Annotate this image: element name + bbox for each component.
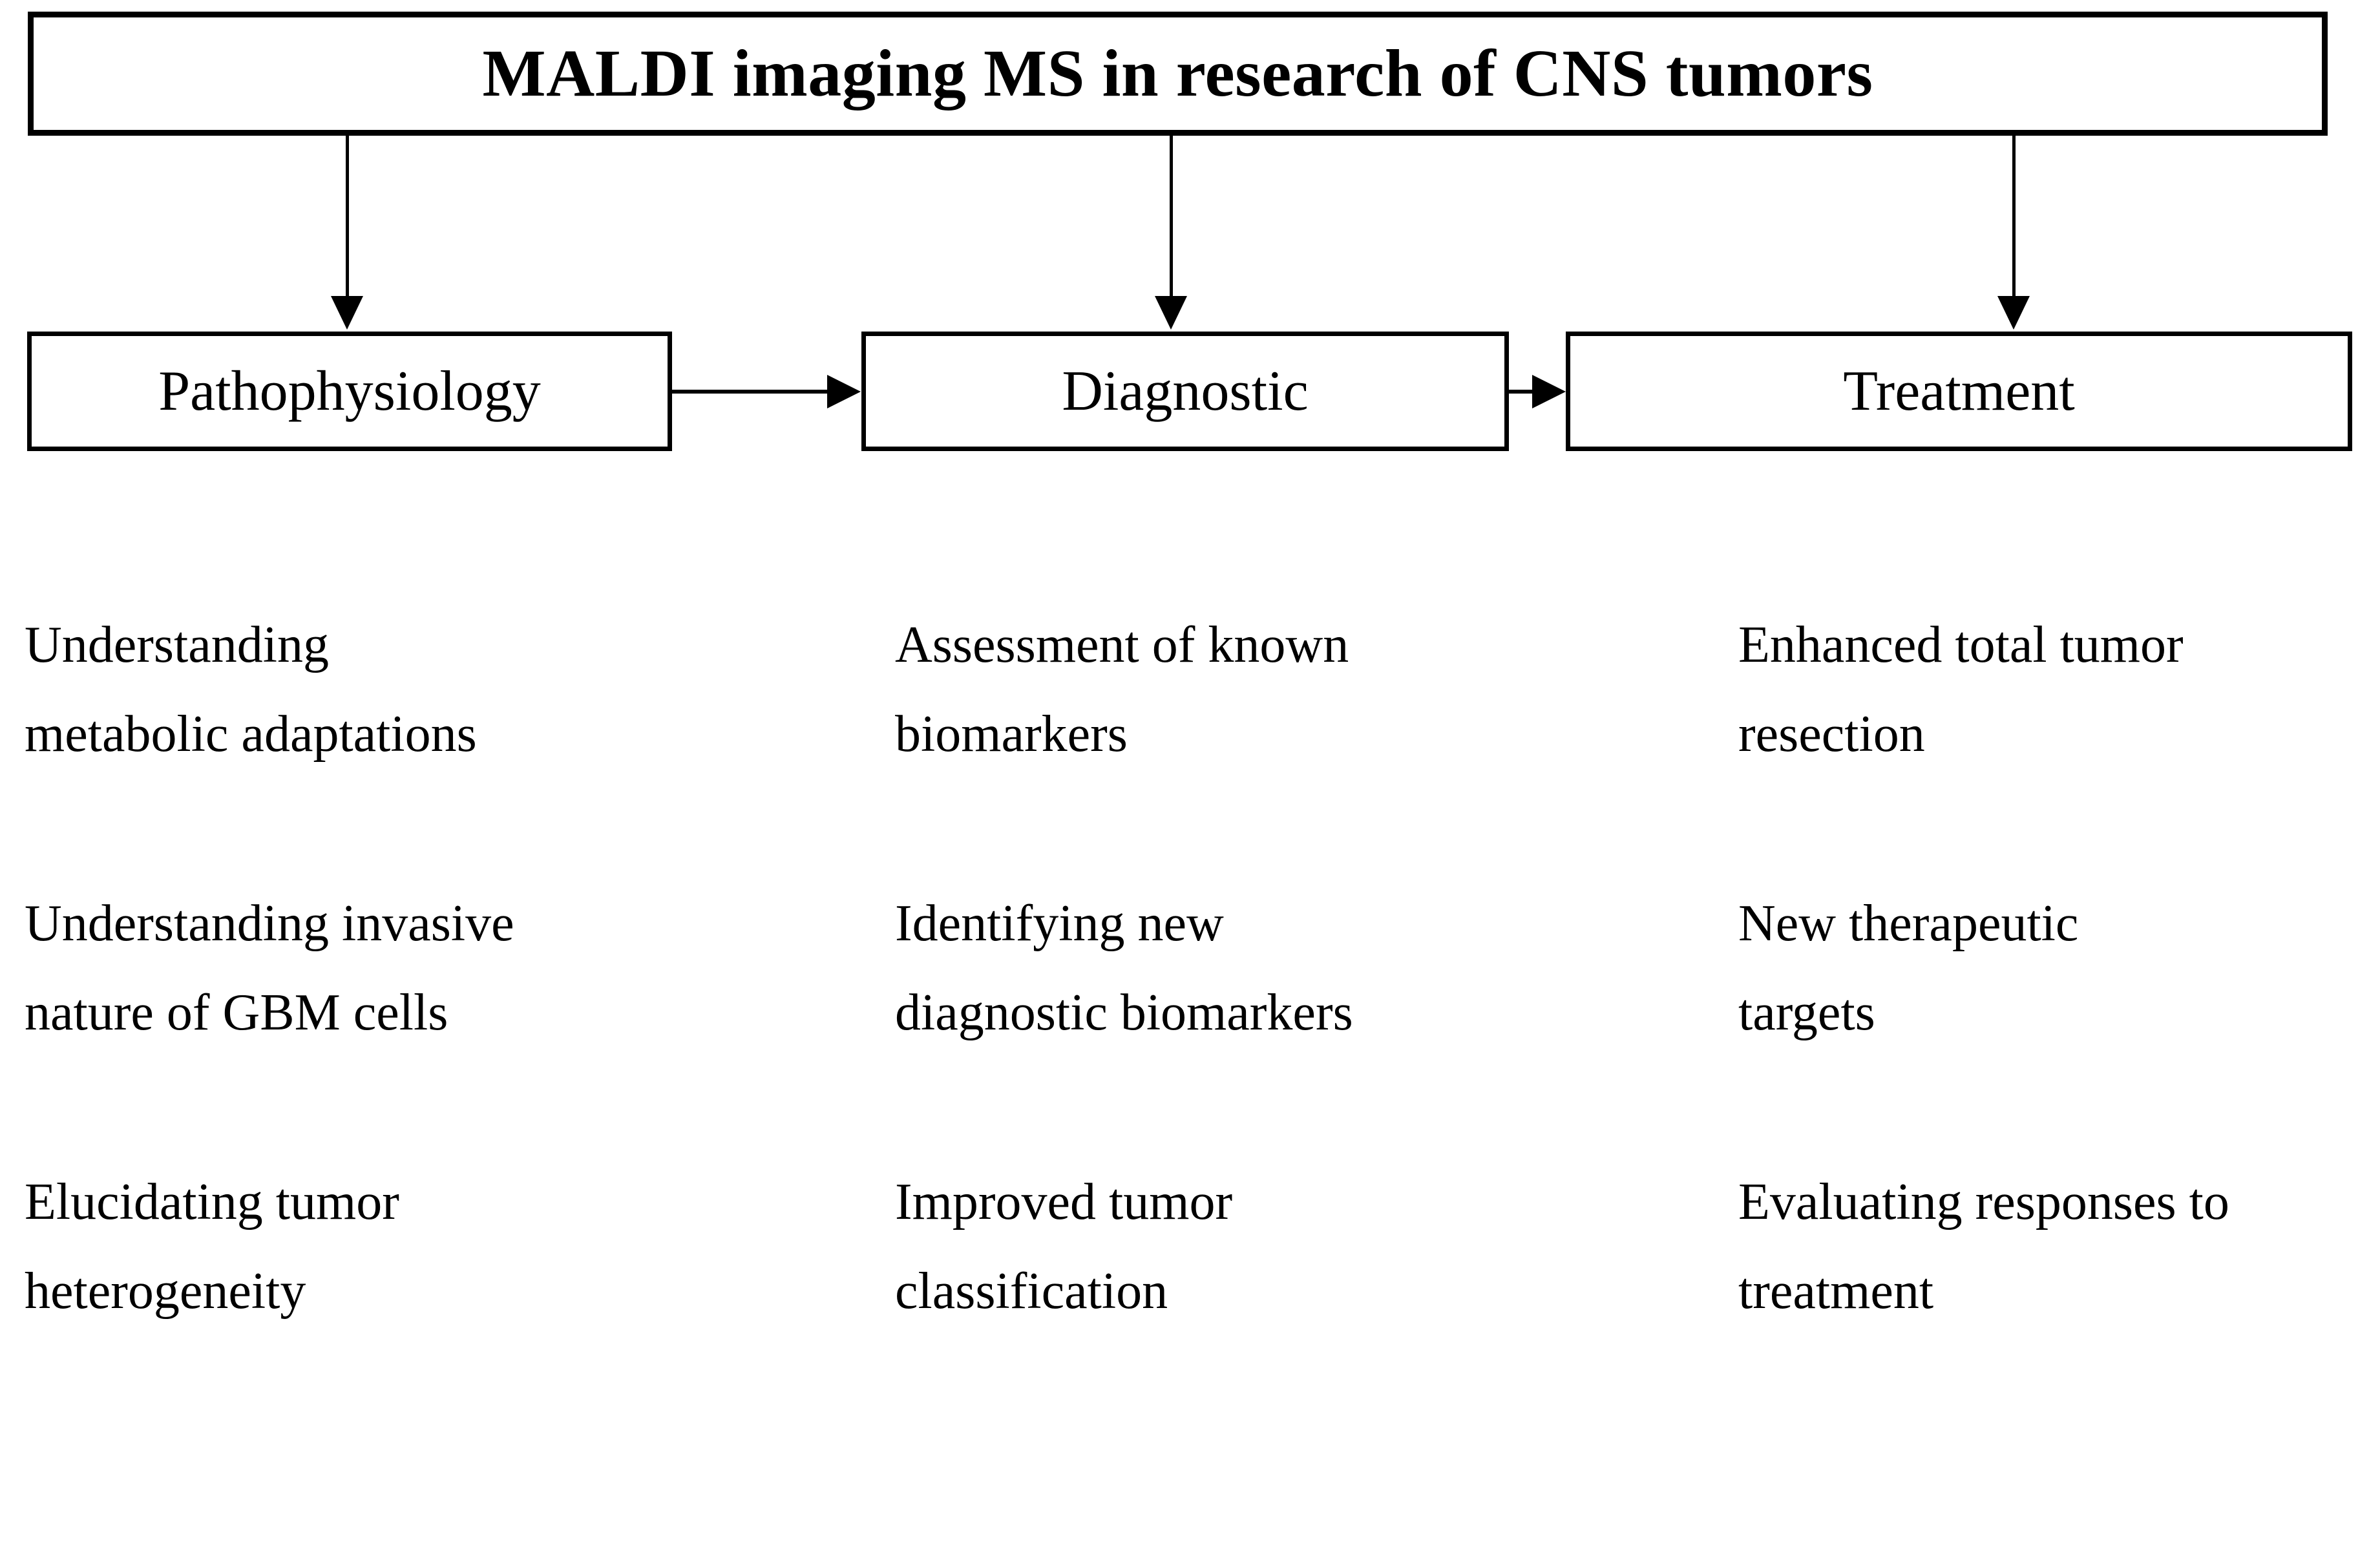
title-to-treatment-line [2012,136,2016,297]
diagnostic-to-treatment-line [1509,390,1532,394]
page-title: MALDI imaging MS in research of CNS tumo… [482,36,1873,111]
stage-label-treatment: Treatment [1843,359,2075,423]
list-item: Understanding metabolic adaptations [25,617,477,763]
title-to-treatment-arrowhead-icon [1997,296,2030,330]
list-item: New therapeutic targets [1738,895,2079,1041]
column-pathophysiology: Understanding metabolic adaptations Unde… [25,601,787,1336]
diagnostic-to-treatment-arrowhead-icon [1532,375,1566,408]
pathophysiology-to-diagnostic-line [672,390,827,394]
list-item: Assessment of known biomarkers [895,617,1349,763]
list-item: Understanding invasive nature of GBM cel… [25,895,514,1041]
list-item: Evaluating responses to treatment [1738,1174,2229,1320]
stage-box-pathophysiology[interactable]: Pathophysiology [27,332,672,451]
list-item: Improved tumor classification [895,1174,1233,1320]
column-treatment: Enhanced total tumor resection New thera… [1738,601,2380,1336]
stage-label-diagnostic: Diagnostic [1062,359,1309,423]
title-to-diagnostic-line [1170,136,1173,297]
column-diagnostic: Assessment of known biomarkers Identifyi… [895,601,1658,1336]
list-item: Identifying new diagnostic biomarkers [895,895,1353,1041]
list-item: Enhanced total tumor resection [1738,617,2184,763]
title-to-diagnostic-arrowhead-icon [1155,296,1187,330]
list-item: Elucidating tumor heterogeneity [25,1174,399,1320]
stage-box-diagnostic[interactable]: Diagnostic [861,332,1509,451]
title-box: MALDI imaging MS in research of CNS tumo… [28,12,2328,136]
title-to-pathophysiology-line [346,136,349,297]
stage-label-pathophysiology: Pathophysiology [158,359,541,423]
pathophysiology-to-diagnostic-arrowhead-icon [827,375,861,408]
stage-box-treatment[interactable]: Treatment [1566,332,2352,451]
title-to-pathophysiology-arrowhead-icon [331,296,363,330]
